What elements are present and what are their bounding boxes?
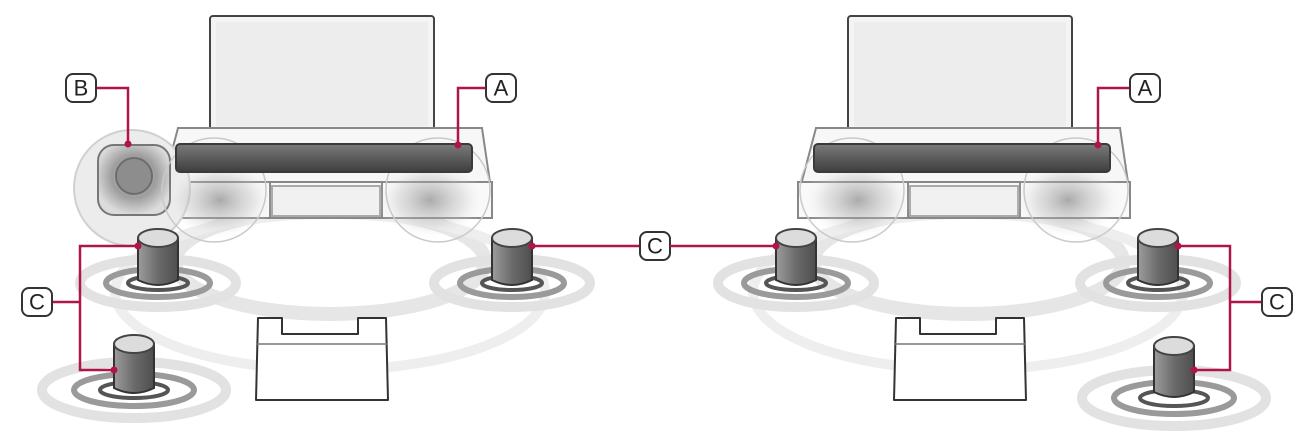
callout-b: B	[65, 73, 97, 103]
sofa-icon	[893, 317, 1027, 401]
tv-icon	[847, 15, 1073, 133]
callout-c-label: C	[1269, 290, 1285, 315]
diagram-right: A C	[670, 15, 1293, 431]
callout-c: C	[21, 287, 53, 317]
rear-speaker-icon	[137, 228, 179, 286]
soundbar-icon	[813, 143, 1111, 173]
callout-a: A	[1129, 73, 1161, 103]
callout-dots	[110, 140, 536, 374]
callout-c-shared-label: C	[647, 234, 663, 259]
soundbar-waves	[799, 137, 1129, 243]
callout-lines	[670, 86, 1262, 372]
diagram-left: B A C	[21, 15, 640, 423]
callout-c-label: C	[29, 290, 45, 315]
sofa-icon	[255, 317, 389, 401]
callout-c-shared: C	[639, 231, 671, 261]
callout-b-label: B	[74, 76, 89, 101]
rear-speaker-icon	[775, 228, 817, 286]
soundbar-icon	[175, 143, 473, 173]
callout-dots	[772, 141, 1198, 374]
callout-a-label: A	[1138, 76, 1153, 101]
soundbar-waves	[161, 137, 491, 243]
rear-speaker-icon	[1137, 228, 1179, 286]
rear-speaker-icon	[1153, 336, 1195, 398]
rear-speaker-icon	[491, 228, 533, 286]
callout-c: C	[1261, 287, 1293, 317]
callout-a: A	[485, 73, 517, 103]
callout-a-label: A	[494, 76, 509, 101]
callout-lines	[52, 86, 640, 372]
tv-icon	[209, 15, 435, 133]
rear-speaker-icon	[113, 334, 155, 394]
